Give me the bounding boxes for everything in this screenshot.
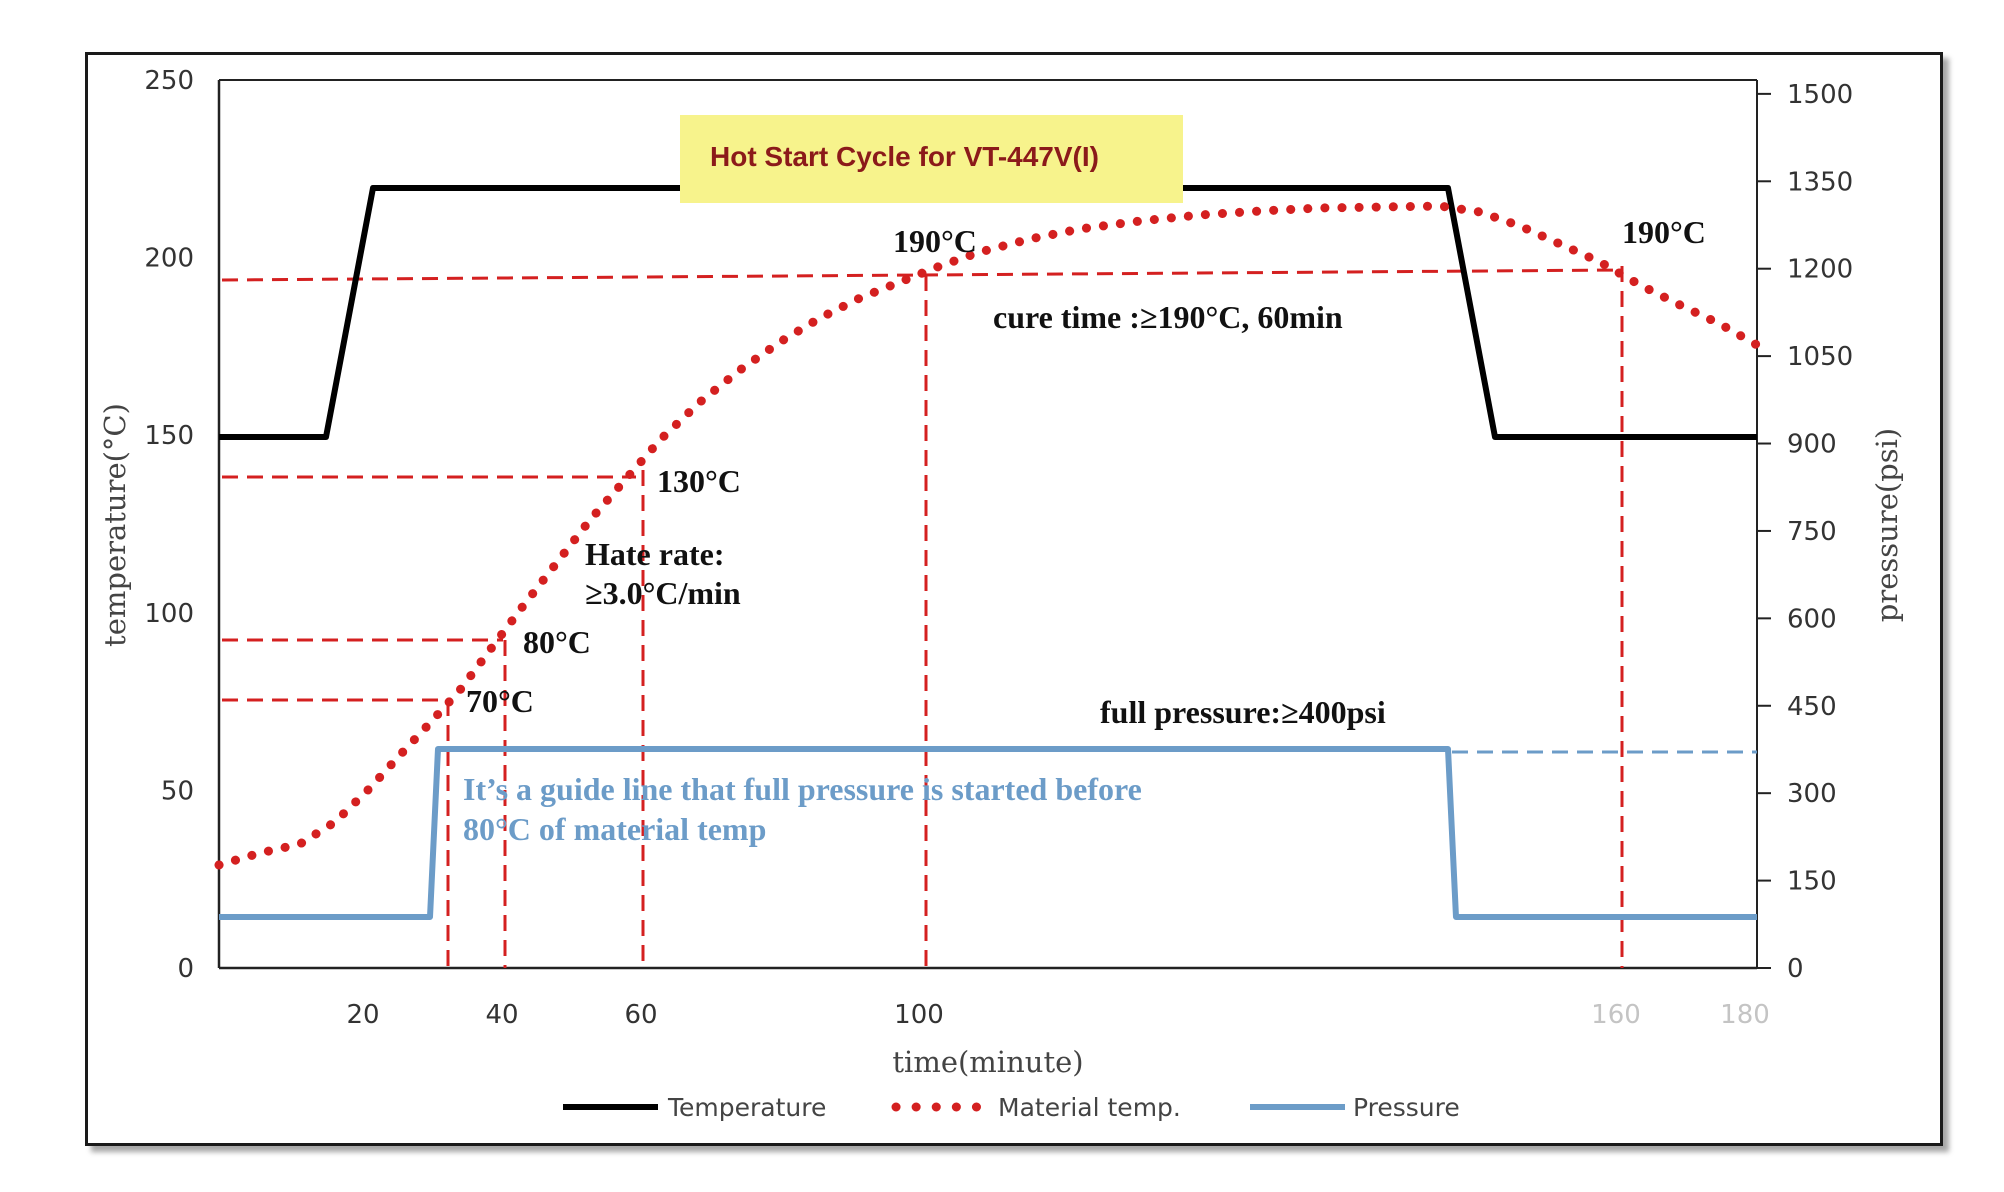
y-tick-label-250: 250	[144, 66, 194, 96]
y-tick-label-0: 0	[177, 954, 194, 984]
y2-tick-label-450: 450	[1787, 692, 1837, 722]
series-material-temp-line	[214, 201, 1762, 870]
annot-70c: 70°C	[466, 683, 534, 719]
x-tick-labels: 20 40 60 100 160 180	[346, 1000, 1769, 1030]
y2-tick-label-1500: 1500	[1787, 80, 1853, 110]
y2-tick-label-1050: 1050	[1787, 342, 1853, 372]
x-tick-label-100: 100	[894, 1000, 944, 1030]
series-layer	[214, 185, 1762, 920]
y-axis-title-left: temperature(°C)	[98, 403, 132, 647]
annot-190c-1: 190°C	[893, 223, 977, 259]
annot-rate-1: Hate rate:	[585, 536, 724, 572]
legend-label-temperature: Temperature	[667, 1093, 826, 1122]
annot-full-pressure: full pressure:≥400psi	[1100, 694, 1386, 730]
x-tick-label-20: 20	[346, 1000, 379, 1030]
annot-130c: 130°C	[657, 463, 741, 499]
x-axis-title: time(minute)	[892, 1045, 1083, 1079]
y2-tick-label-750: 750	[1787, 517, 1837, 547]
y2-tick-label-900: 900	[1787, 430, 1837, 460]
y-axis-title-right: pressure(psi)	[1870, 428, 1904, 622]
legend-label-pressure: Pressure	[1353, 1093, 1460, 1122]
guide-lines	[221, 266, 1757, 968]
y-tick-label-50: 50	[161, 776, 194, 806]
y-tick-label-200: 200	[144, 244, 194, 274]
y2-tick-label-300: 300	[1787, 779, 1837, 809]
title-box	[680, 115, 1183, 203]
y-tick-label-100: 100	[144, 599, 194, 629]
annot-cure-time: cure time :≥190°C, 60min	[993, 299, 1343, 335]
x-tick-label-40: 40	[485, 1000, 518, 1030]
chart-title: Hot Start Cycle for VT-447V(I)	[710, 141, 1099, 172]
y2-tick-label-600: 600	[1787, 604, 1837, 634]
x-tick-label-60: 60	[624, 1000, 657, 1030]
y-tick-label-150: 150	[144, 421, 194, 451]
y-tick-labels-left: 0 50 100 150 200 250	[144, 66, 194, 984]
x-tick-label-160: 160	[1591, 1000, 1641, 1030]
annot-190c-2: 190°C	[1622, 214, 1706, 250]
legend: Temperature Material temp. Pressure	[563, 1093, 1460, 1122]
y2-tick-label-150: 150	[1787, 867, 1837, 897]
y2-tick-label-1200: 1200	[1787, 255, 1853, 285]
y-tick-labels-right: 0 150 300 450 600 750 900 1050 1200 1350 1500	[1757, 80, 1853, 984]
y2-tick-label-0: 0	[1787, 954, 1804, 984]
note-line-1: It’s a guide line that full pressure is …	[463, 771, 1142, 807]
annot-rate-2: ≥3.0°C/min	[585, 575, 741, 611]
y2-tick-label-1350: 1350	[1787, 167, 1853, 197]
series-pressure-line	[219, 746, 1757, 920]
annot-80c: 80°C	[523, 624, 591, 660]
chart-frame	[85, 52, 1943, 1146]
legend-label-material: Material temp.	[998, 1093, 1181, 1122]
note-line-2: 80°C of material temp	[463, 811, 766, 847]
x-tick-label-180: 180	[1720, 1000, 1770, 1030]
